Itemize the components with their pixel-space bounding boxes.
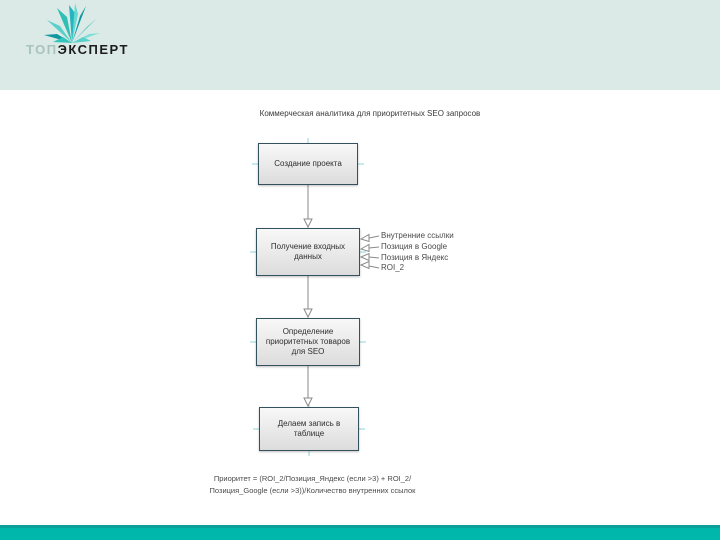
input-arrows	[359, 233, 380, 270]
input-label-roi2: ROI_2	[381, 263, 405, 272]
connector-box2-box3	[303, 276, 313, 319]
crystal-burst-icon	[43, 2, 101, 44]
connector-box1-box2	[303, 185, 313, 229]
footer-teal-band	[0, 528, 720, 540]
flow-box-write-to-table: Делаем запись в таблице	[259, 407, 359, 451]
priority-formula-line2: Позиция_Google (если >3))/Количество вну…	[209, 486, 416, 496]
footer-edge-line	[0, 525, 720, 528]
input-label-google-position: Позиция в Google	[381, 242, 448, 251]
logo-brand-bold: ЭКСПЕРТ	[57, 42, 129, 57]
logo-brand-light: ТОП	[26, 42, 58, 57]
flow-box-create-project: Создание проекта	[258, 143, 358, 185]
flow-box-define-priority-products: Определение приоритетных товаров для SEO	[256, 318, 360, 366]
input-label-yandex-position: Позиция в Яндекс	[381, 253, 449, 262]
slide-title: Коммерческая аналитика для приоритетных …	[259, 109, 481, 118]
logo-wordmark: ТОПЭКСПЕРТ	[26, 42, 129, 57]
input-label-internal-links: Внутренние ссылки	[381, 231, 454, 240]
priority-formula-line1: Приоритет = (ROI_2/Позиция_Яндекс (если …	[213, 474, 412, 483]
priority-formula: Приоритет = (ROI_2/Позиция_Яндекс (если …	[160, 473, 465, 498]
topexpert-logo: ТОПЭКСПЕРТ	[0, 0, 200, 90]
header-band	[0, 0, 720, 90]
connector-box3-box4	[303, 366, 313, 408]
flow-box-get-input-data: Получение входных данных	[256, 228, 360, 276]
